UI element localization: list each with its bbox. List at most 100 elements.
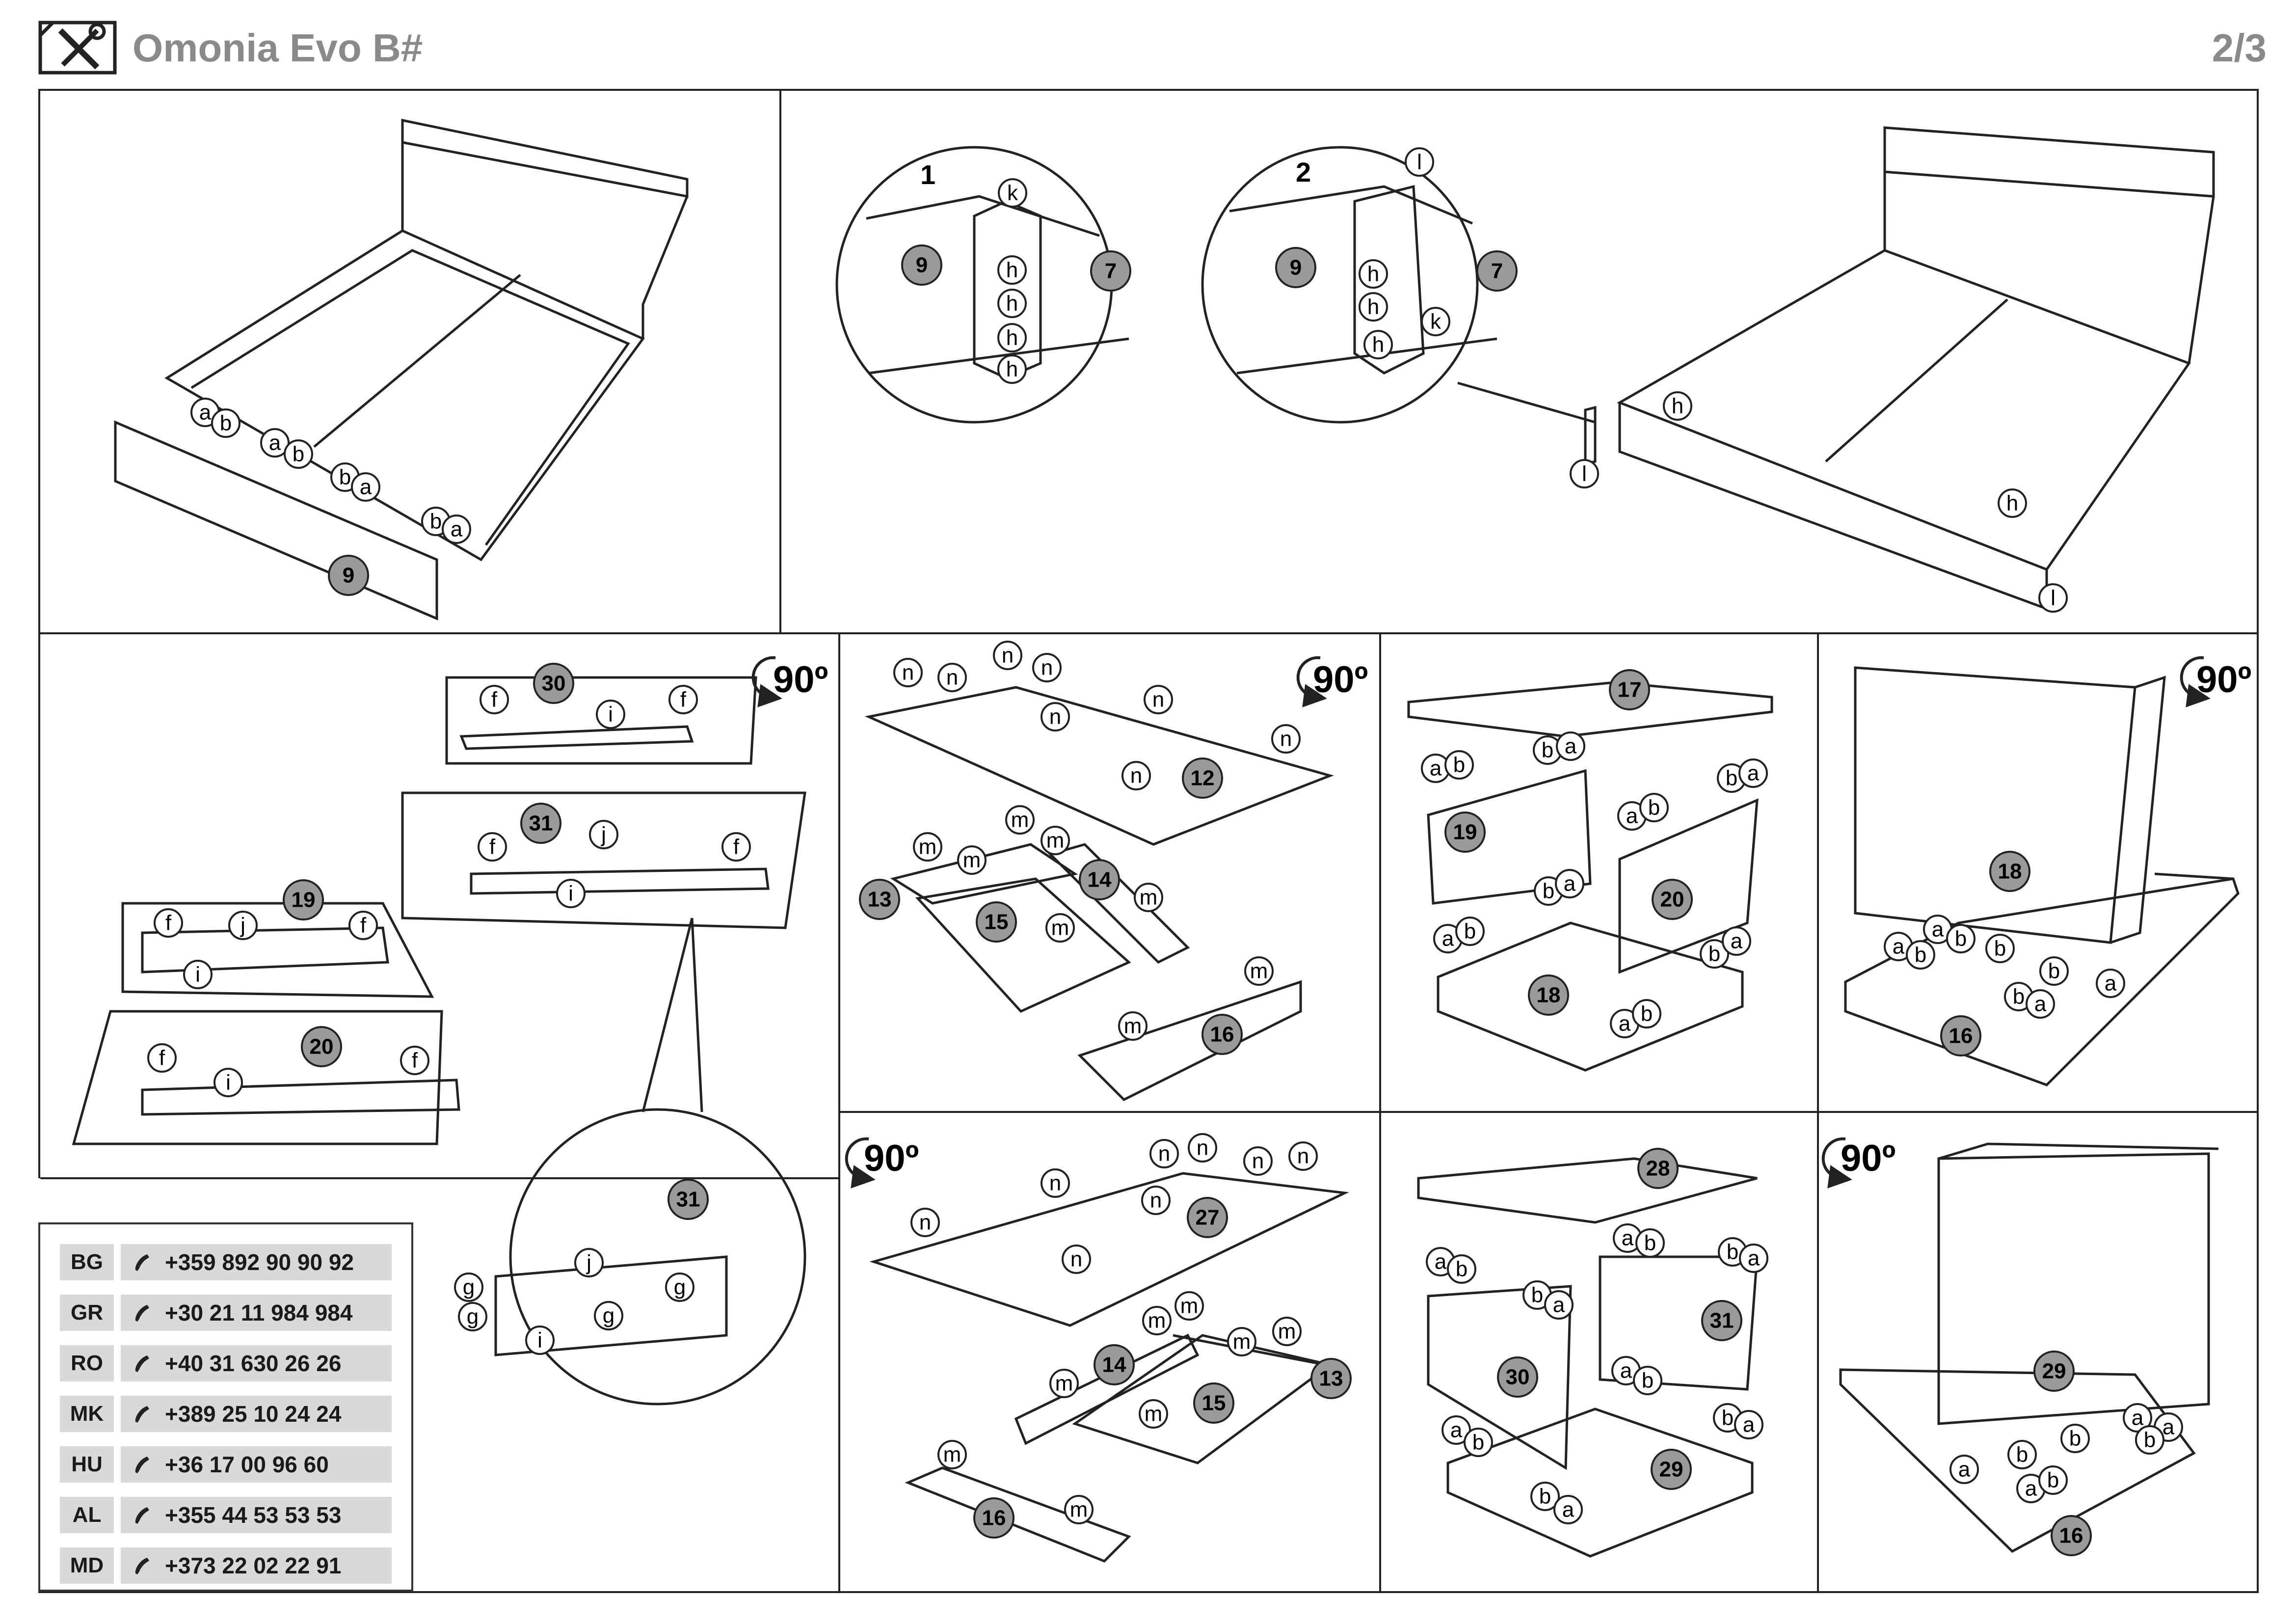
svg-text:n: n <box>1049 1171 1061 1195</box>
phone-icon <box>135 1355 149 1372</box>
hardware-letter-badge: b <box>211 408 240 438</box>
hardware-letter-badge: a <box>442 514 471 544</box>
hardware-letter-badge: m <box>913 832 942 862</box>
phone-icon <box>135 1254 149 1271</box>
svg-text:b: b <box>2144 1428 2156 1452</box>
svg-text:9: 9 <box>916 253 928 277</box>
svg-text:a: a <box>2105 972 2117 996</box>
svg-text:a: a <box>1430 757 1442 781</box>
phone-number: +30 21 11 984 984 <box>121 1295 392 1331</box>
hardware-letter-badge: a <box>1949 1455 1979 1484</box>
svg-text:b: b <box>1453 753 1465 777</box>
hardware-letter-badge: m <box>1139 1399 1168 1429</box>
hardware-letter-badge: j <box>228 911 258 940</box>
svg-text:m: m <box>963 848 981 872</box>
svg-text:b: b <box>2013 985 2025 1009</box>
svg-text:31: 31 <box>1710 1309 1734 1333</box>
hardware-letter-badge: n <box>937 663 967 692</box>
hardware-letter-badge: a <box>1722 926 1751 956</box>
part-number-badge: 12 <box>1182 758 1223 799</box>
hardware-letter-badge: h <box>1998 488 2027 518</box>
svg-text:b: b <box>1539 1485 1551 1509</box>
svg-text:f: f <box>491 688 498 712</box>
hardware-letter-badge: f <box>480 685 509 714</box>
svg-text:20: 20 <box>1660 888 1684 912</box>
hardware-letter-badge: n <box>1149 1139 1179 1168</box>
svg-text:m: m <box>1124 1014 1142 1038</box>
svg-text:a: a <box>1893 935 1905 959</box>
hardware-letter-badge: a <box>1555 869 1584 898</box>
hardware-letter-badge: b <box>1530 1482 1560 1511</box>
phone-icon <box>135 1305 149 1322</box>
hardware-letter-badge: n <box>1188 1133 1217 1163</box>
svg-text:16: 16 <box>982 1506 1006 1530</box>
hardware-letter-badge: l <box>1405 147 1434 177</box>
hardware-letter-badge: f <box>721 832 751 862</box>
part-number-badge: 13 <box>1310 1358 1352 1399</box>
svg-text:h: h <box>1006 292 1018 316</box>
phone-number: +40 31 630 26 26 <box>121 1345 392 1381</box>
svg-text:i: i <box>608 703 613 727</box>
svg-text:13: 13 <box>1319 1367 1343 1391</box>
hardware-letter-badge: a <box>2016 1474 2046 1503</box>
rotate-90-icon <box>751 656 2211 1189</box>
svg-text:b: b <box>430 510 442 534</box>
part-number-badge: 15 <box>1193 1382 1234 1424</box>
svg-text:b: b <box>1722 1406 1734 1430</box>
hardware-letter-badge: a <box>2026 989 2055 1019</box>
svg-text:29: 29 <box>1659 1458 1683 1482</box>
hardware-letter-badge: k <box>1421 307 1450 336</box>
svg-text:b: b <box>1543 879 1554 903</box>
svg-text:l: l <box>1417 150 1422 174</box>
hardware-letter-badge: b <box>1534 876 1563 906</box>
hardware-letter-badge: i <box>596 700 625 729</box>
hardware-letter-badge: n <box>1041 1168 1070 1198</box>
svg-text:m: m <box>1278 1320 1296 1344</box>
svg-text:b: b <box>1472 1431 1484 1455</box>
part-number-badge: 9 <box>328 555 369 596</box>
hardware-letter-badge: b <box>1906 940 1935 970</box>
detail-step-label: 2 <box>1296 157 1311 188</box>
svg-text:m: m <box>1051 916 1069 940</box>
svg-text:a: a <box>1622 1226 1634 1250</box>
hardware-letter-badge: m <box>937 1440 967 1469</box>
svg-text:a: a <box>1731 929 1743 953</box>
svg-text:i: i <box>537 1328 542 1353</box>
hardware-letter-badge: i <box>214 1068 243 1097</box>
hardware-letter-badge: g <box>454 1272 483 1302</box>
hardware-letter-badge: g <box>665 1272 694 1302</box>
hardware-letter-badge: h <box>1663 391 1692 421</box>
svg-text:13: 13 <box>868 888 892 912</box>
svg-text:b: b <box>1955 927 1967 951</box>
hardware-letter-badge: b <box>1455 917 1485 946</box>
svg-text:h: h <box>1367 262 1379 286</box>
svg-text:a: a <box>1626 804 1638 828</box>
part-number-badge: 7 <box>1476 250 1518 292</box>
svg-text:a: a <box>451 517 463 541</box>
svg-text:7: 7 <box>1105 259 1117 283</box>
hardware-letter-badge: a <box>1421 754 1450 783</box>
svg-text:a: a <box>2034 992 2047 1016</box>
phone-icon <box>135 1507 149 1524</box>
svg-text:a: a <box>1932 918 1944 942</box>
svg-text:16: 16 <box>1949 1024 1973 1048</box>
part-number-badge: 15 <box>976 901 1017 943</box>
hardware-letter-badge: i <box>525 1326 555 1355</box>
part-number-badge: 31 <box>520 803 561 844</box>
hardware-letter-badge: f <box>147 1043 177 1073</box>
svg-text:n: n <box>1070 1247 1082 1272</box>
svg-text:n: n <box>1150 1189 1162 1213</box>
hardware-letter-badge: g <box>594 1301 623 1330</box>
svg-text:a: a <box>1619 1012 1631 1036</box>
svg-text:a: a <box>1553 1293 1565 1317</box>
rotate-label: 90º <box>773 659 828 701</box>
hardware-letter-badge: m <box>1041 826 1070 855</box>
svg-text:j: j <box>240 914 245 938</box>
hardware-letter-badge: m <box>1134 883 1163 912</box>
part-number-badge: 14 <box>1094 1344 1135 1385</box>
svg-text:18: 18 <box>1998 860 2022 884</box>
svg-text:31: 31 <box>676 1188 700 1212</box>
hardware-letter-badge: j <box>574 1248 604 1277</box>
